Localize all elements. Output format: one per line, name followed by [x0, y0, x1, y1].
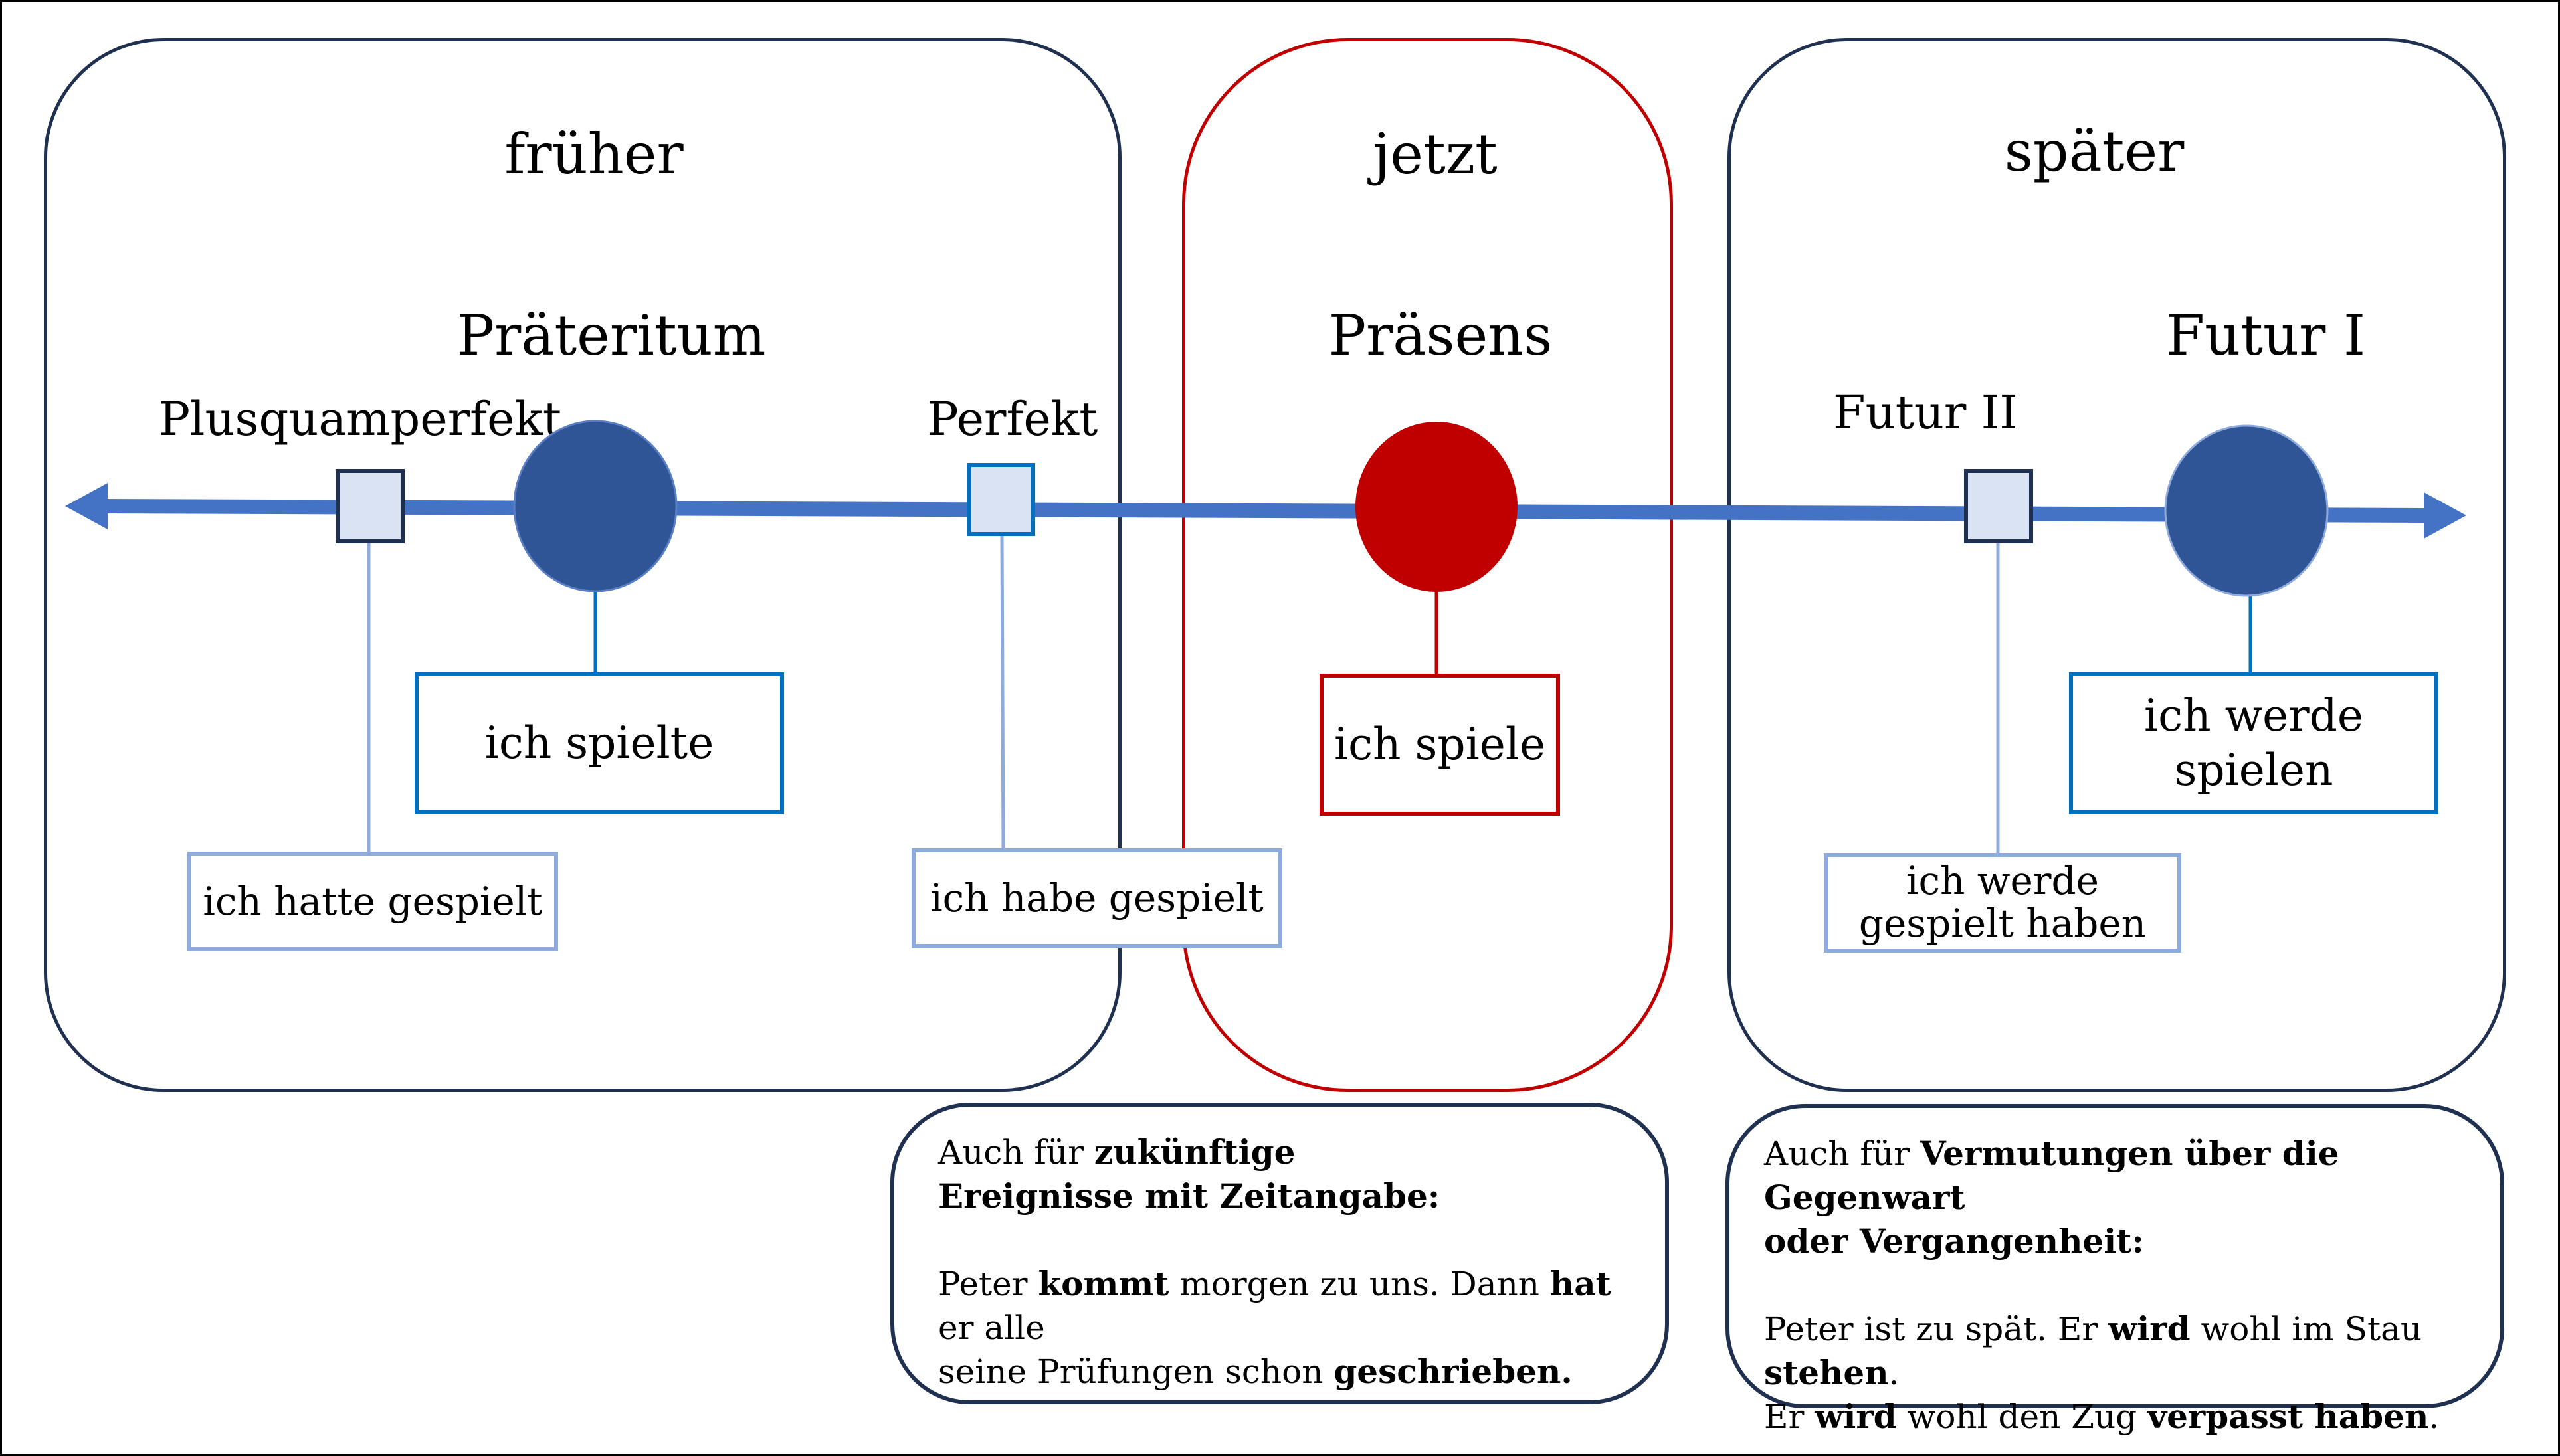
timeline-line: [99, 499, 2426, 523]
example-futur2-line2: gespielt haben: [1858, 901, 2147, 946]
note-praesens-intro-bold: Ereignisse mit Zeitangabe:: [938, 1176, 1440, 1216]
example-futur1-line1: ich werde: [2144, 689, 2363, 741]
heading-frueher: früher: [504, 122, 684, 187]
heading-jetzt: jetzt: [1373, 122, 1498, 187]
note-futur-example-line2: Er wird wohl den Zug verpasst haben.: [1764, 1397, 2440, 1436]
marker-futur1: [2164, 424, 2329, 597]
example-praeteritum-text: ich spielte: [484, 717, 714, 769]
marker-plusquamperfekt: [336, 469, 405, 543]
region-present: [1182, 38, 1673, 1092]
example-plusquamperfekt: ich hatte gespielt: [187, 852, 558, 951]
marker-perfekt: [967, 463, 1035, 536]
note-praesens-example-line1: Peter kommt morgen zu uns. Dann hat er a…: [938, 1264, 1611, 1347]
example-futur1-line2: spielen: [2174, 745, 2333, 796]
note-futur-assumption-use: Auch für Vermutungen über die Gegenwart …: [1725, 1104, 2504, 1436]
arrow-left-icon: [65, 483, 108, 529]
arrow-right-icon: [2424, 492, 2466, 539]
example-futur2-text: ich werde gespielt haben: [1859, 860, 2146, 945]
note-praesens-example-line2: seine Prüfungen schon geschrieben.: [938, 1352, 1573, 1391]
tense-name-plusquamperfekt: Plusquamperfekt: [158, 392, 562, 446]
note-futur-intro: Auch für Vermutungen über die Gegenwart: [1764, 1134, 2339, 1217]
example-futur1: ich werde spielen: [2069, 672, 2438, 814]
example-futur2: ich werde gespielt haben: [1824, 853, 2181, 953]
note-praesens-intro: Auch für zukünftige: [938, 1133, 1296, 1172]
heading-spaeter: später: [2004, 119, 2185, 184]
note-futur-example-line1: Peter ist zu spät. Er wird wohl im Stau …: [1764, 1309, 2422, 1392]
tense-name-futur2: Futur II: [1833, 385, 2018, 440]
example-perfekt-text: ich habe gespielt: [930, 875, 1264, 921]
example-futur2-line1: ich werde: [1906, 858, 2099, 904]
note-futur-intro-bold: oder Vergangenheit:: [1764, 1222, 2144, 1261]
marker-praeteritum: [513, 420, 678, 592]
tense-name-praesens: Präsens: [1328, 303, 1553, 368]
tense-name-perfekt: Perfekt: [927, 392, 1098, 446]
connector-perfekt: [1000, 534, 1005, 851]
marker-futur2: [1964, 469, 2033, 543]
note-praesens-future-use: Auch für zukünftige Ereignisse mit Zeita…: [890, 1103, 1669, 1404]
example-praesens-text: ich spiele: [1333, 718, 1545, 770]
tense-name-futur1: Futur I: [2165, 303, 2366, 368]
tense-name-praeteritum: Präteritum: [456, 303, 766, 368]
region-future: [1727, 38, 2506, 1092]
region-past: [44, 38, 1122, 1092]
example-plusquamperfekt-text: ich hatte gespielt: [203, 878, 543, 924]
example-praeteritum: ich spielte: [415, 672, 784, 814]
example-praesens: ich spiele: [1320, 674, 1560, 816]
example-futur1-text: ich werde spielen: [2144, 689, 2363, 798]
marker-praesens: [1355, 422, 1518, 592]
example-perfekt: ich habe gespielt: [912, 848, 1282, 948]
